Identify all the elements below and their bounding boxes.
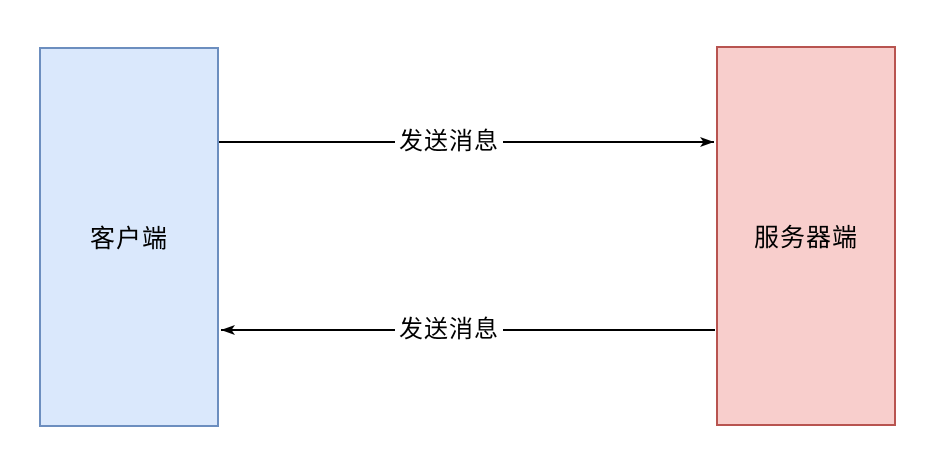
- edge-label-bottom: 发送消息: [395, 316, 503, 344]
- node-client-label: 客户端: [89, 225, 168, 253]
- node-client: 客户端: [39, 47, 219, 427]
- node-server-label: 服务器端: [753, 224, 858, 252]
- node-server: 服务器端: [716, 46, 896, 426]
- edge-label-top: 发送消息: [395, 128, 503, 156]
